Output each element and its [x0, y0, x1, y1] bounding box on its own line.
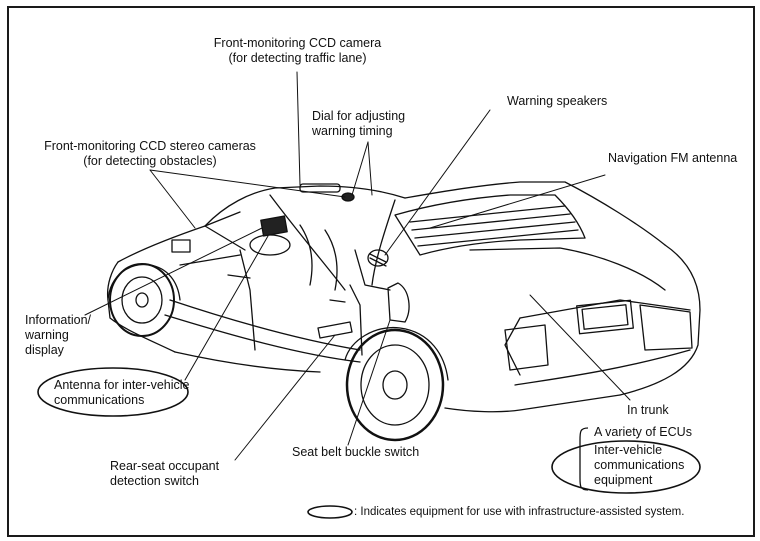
rear-seat-label-line1: Rear-seat occupant	[110, 459, 220, 473]
stereo-cameras-label-line2: (for detecting obstacles)	[83, 154, 217, 168]
ccd-camera-label: Front-monitoring CCD camera (for detecti…	[195, 36, 400, 66]
dial-label-line1: Dial for adjusting	[312, 109, 406, 123]
info-display-label-line1: Information/	[25, 313, 92, 327]
rear-seat-switch-label: Rear-seat occupant detection switch	[110, 459, 219, 489]
antenna-label-line1: Antenna for inter-vehicle	[54, 378, 190, 392]
info-warning-display	[260, 215, 288, 237]
rear-seat-switch	[317, 321, 353, 339]
antenna-label: Antenna for inter-vehicle communications	[54, 378, 190, 408]
seat-belt-label: Seat belt buckle switch	[292, 445, 420, 459]
ccd-camera-label-line2: (for detecting traffic lane)	[228, 51, 367, 65]
nav-antenna-label: Navigation FM antenna	[608, 151, 738, 165]
in-trunk-label: In trunk	[627, 403, 669, 417]
intervehicle-label-line1: Inter-vehicle	[594, 443, 663, 457]
ccd-camera-label-line1: Front-monitoring CCD camera	[213, 36, 382, 50]
info-display-label-line3: display	[25, 343, 64, 357]
car-body-outline	[106, 181, 701, 413]
legend-ellipse-icon	[307, 505, 353, 519]
ccd-camera-unit	[299, 183, 341, 193]
diagram-frame	[7, 6, 755, 537]
ecus-label: A variety of ECUs	[594, 425, 692, 439]
dial-label: Dial for adjusting warning timing	[312, 109, 405, 139]
leader-lines	[84, 71, 631, 461]
legend-text: : Indicates equipment for use with infra…	[354, 506, 685, 518]
front-wheel	[109, 263, 175, 337]
rear-wheel	[345, 328, 445, 442]
antenna-label-line2: communications	[54, 393, 145, 407]
stereo-cameras-label: Front-monitoring CCD stereo cameras (for…	[25, 139, 275, 169]
intervehicle-highlight-ellipse	[551, 440, 701, 494]
intervehicle-label-line2: communications	[594, 458, 685, 472]
warning-speakers-label: Warning speakers	[507, 94, 608, 108]
warning-speaker	[367, 249, 389, 267]
antenna-highlight-ellipse	[37, 367, 189, 417]
info-display-label-line2: warning	[25, 328, 69, 342]
seat-belt-buckle	[387, 282, 410, 323]
intervehicle-label-line3: equipment	[594, 473, 653, 487]
dial-label-line2: warning timing	[312, 124, 393, 138]
intervehicle-equipment-label: Inter-vehicle communications equipment	[594, 443, 684, 488]
info-display-label: Information/ warning display	[25, 313, 91, 358]
stereo-cameras-label-line1: Front-monitoring CCD stereo cameras	[44, 139, 256, 153]
rear-seat-label-line2: detection switch	[110, 474, 199, 488]
trunk-bracket	[579, 427, 589, 491]
